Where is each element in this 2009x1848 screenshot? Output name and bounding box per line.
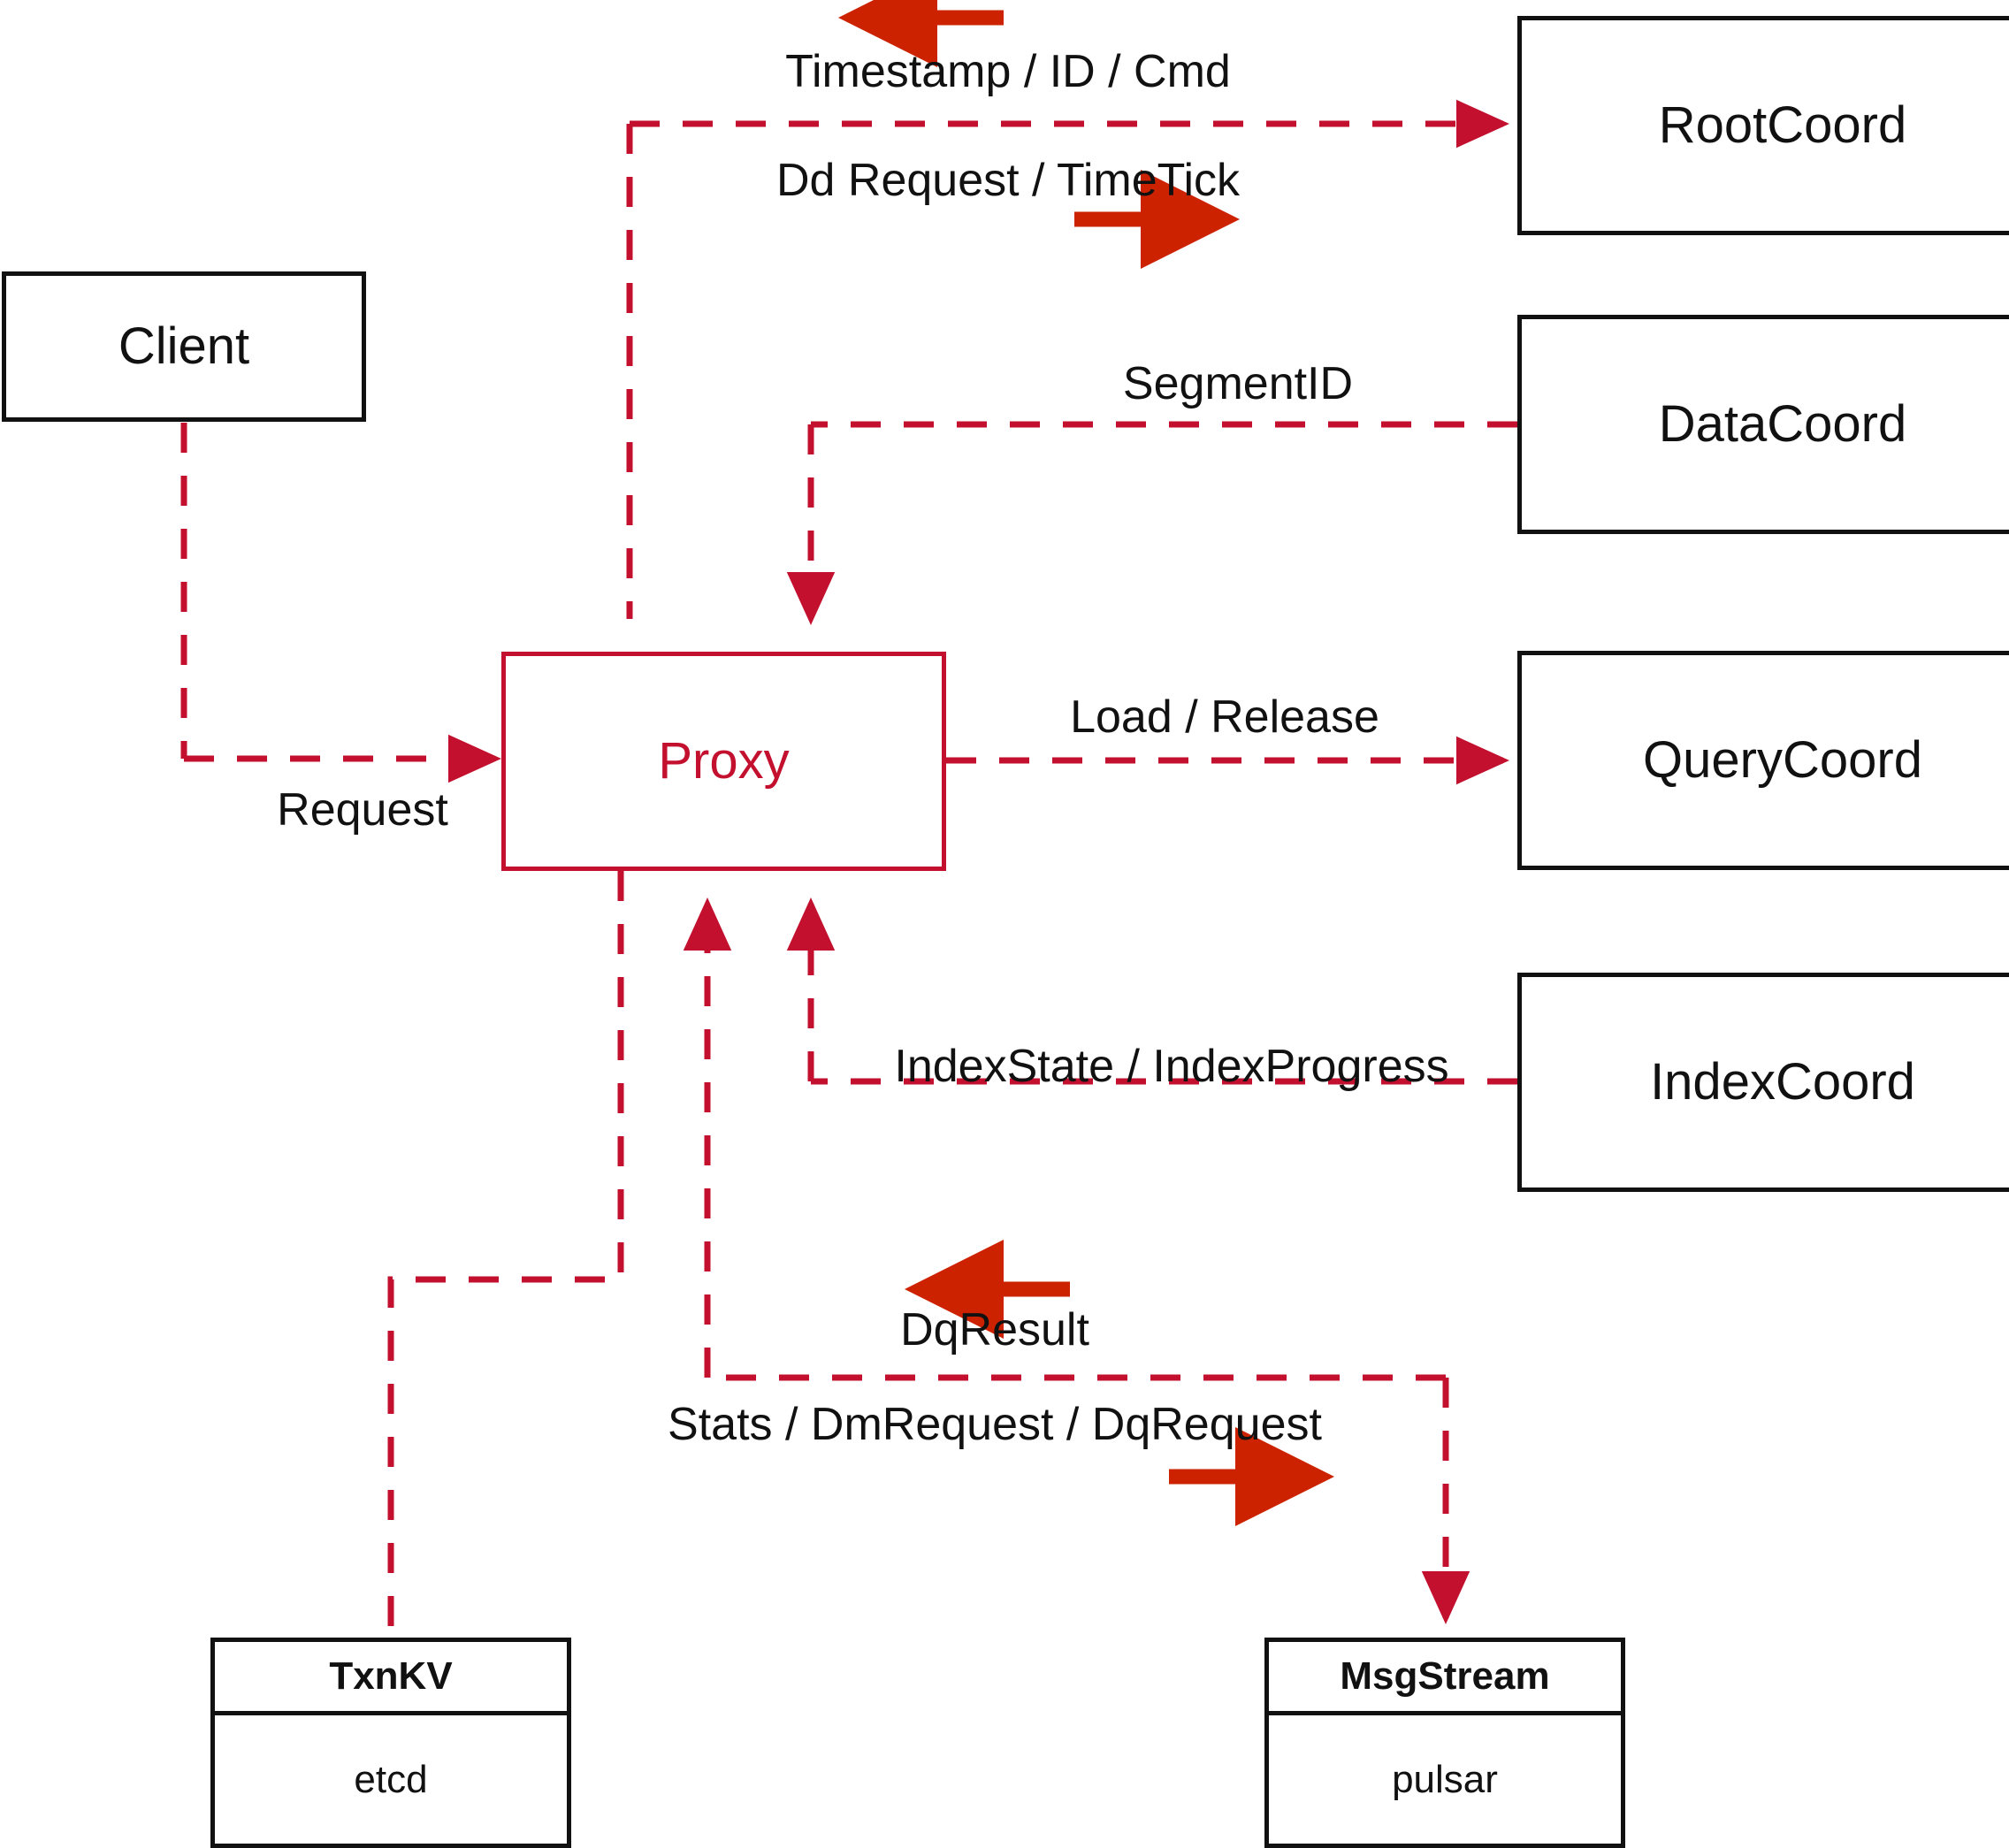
edge-label-segmentid: SegmentID (1122, 358, 1354, 409)
node-indexcoord[interactable]: IndexCoord (1517, 973, 2009, 1192)
node-datacoord-label: DataCoord (1658, 395, 1907, 453)
node-txnkv[interactable]: TxnKV etcd (210, 1638, 571, 1848)
node-txnkv-header-label: TxnKV (329, 1654, 453, 1698)
node-client[interactable]: Client (2, 271, 366, 422)
node-client-label: Client (118, 317, 250, 375)
node-txnkv-body: etcd (215, 1715, 567, 1844)
node-msgstream[interactable]: MsgStream pulsar (1264, 1638, 1625, 1848)
edge-label-indexstate-indexprogress: IndexState / IndexProgress (894, 1041, 1449, 1092)
node-msgstream-body-label: pulsar (1392, 1757, 1498, 1801)
node-rootcoord-label: RootCoord (1658, 96, 1907, 154)
node-proxy[interactable]: Proxy (501, 652, 946, 871)
node-datacoord[interactable]: DataCoord (1517, 315, 2009, 534)
node-querycoord[interactable]: QueryCoord (1517, 651, 2009, 870)
edge-label-request: Request (277, 784, 448, 836)
node-msgstream-header: MsgStream (1269, 1642, 1621, 1715)
edge-label-dqresult: DqResult (900, 1304, 1089, 1355)
node-msgstream-body: pulsar (1269, 1715, 1621, 1844)
node-rootcoord[interactable]: RootCoord (1517, 16, 2009, 235)
edge-label-load-release: Load / Release (1070, 691, 1379, 743)
node-querycoord-label: QueryCoord (1643, 731, 1922, 789)
node-indexcoord-label: IndexCoord (1650, 1053, 1915, 1111)
edge-label-timestamp-id-cmd: Timestamp / ID / Cmd (785, 46, 1231, 97)
node-msgstream-header-label: MsgStream (1340, 1654, 1550, 1698)
edge-label-stats-dmrequest-dqrequest: Stats / DmRequest / DqRequest (668, 1399, 1322, 1450)
edge-label-dd-request-timetick: Dd Request / TimeTick (775, 155, 1241, 206)
node-proxy-label: Proxy (658, 732, 790, 790)
wire-proxy-to-txnkv (387, 871, 624, 1631)
node-txnkv-header: TxnKV (215, 1642, 567, 1715)
node-txnkv-body-label: etcd (354, 1757, 428, 1801)
